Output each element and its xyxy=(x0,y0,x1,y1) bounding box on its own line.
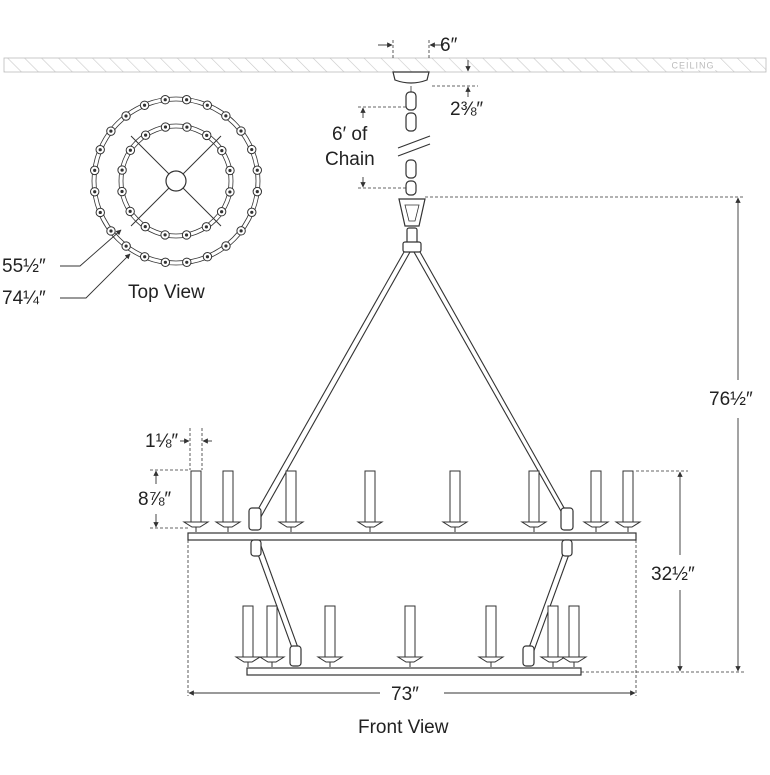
overall-width-dimension: 73″ xyxy=(188,684,636,705)
top-view-title: Top View xyxy=(128,282,205,303)
top-view-candle xyxy=(236,126,246,136)
top-view-candle xyxy=(202,130,212,141)
top-view-candle xyxy=(106,126,116,136)
candle-width-label: 1⅛″ xyxy=(145,431,178,452)
chain-length-dimension: 6′ of Chain xyxy=(325,106,406,189)
overall-height-label: 76½″ xyxy=(709,389,753,410)
top-view-candle xyxy=(217,145,227,156)
canopy-height-label: 2⅜″ xyxy=(450,99,483,120)
lower-tier xyxy=(234,605,588,676)
upper-tier xyxy=(182,470,642,557)
top-view-candles xyxy=(89,94,263,268)
top-view-candle xyxy=(121,111,131,121)
top-view-candle xyxy=(247,207,257,218)
candle xyxy=(356,470,384,532)
top-view-candle xyxy=(95,207,105,218)
ceiling: CEILING xyxy=(3,57,767,73)
overall-height-dimension: 76½″ xyxy=(425,196,753,672)
top-hanger xyxy=(398,198,426,253)
top-view-candle xyxy=(225,165,235,176)
top-view-candle xyxy=(221,241,231,251)
top-view-candle xyxy=(117,186,127,197)
candle xyxy=(539,605,567,667)
inner-diameter-label: 55½″ xyxy=(2,256,46,277)
top-view-candle xyxy=(140,130,151,140)
top-view-candle xyxy=(252,186,263,197)
candle xyxy=(277,470,305,532)
top-view-candle xyxy=(182,257,192,267)
candle xyxy=(214,470,242,532)
candle xyxy=(258,605,286,667)
candle xyxy=(520,470,548,532)
top-view-candle xyxy=(95,144,105,155)
outer-diameter-label: 74¼″ xyxy=(2,288,46,309)
candle-height-label: 8⅞″ xyxy=(138,489,171,510)
candle xyxy=(316,605,344,667)
tier-height-label: 32½″ xyxy=(651,564,695,585)
top-view-candle xyxy=(182,122,192,132)
top-view-candle xyxy=(236,226,246,236)
top-view-candle xyxy=(117,165,127,175)
lower-ring xyxy=(246,667,582,676)
top-view-candle xyxy=(181,94,192,105)
candle-width-dimension: 1⅛″ xyxy=(145,428,212,470)
top-view-candle xyxy=(125,206,135,217)
chain-length-line2: Chain xyxy=(325,149,375,170)
top-view-candle xyxy=(216,207,227,217)
top-view-candle xyxy=(139,100,150,110)
candle-height-dimension: 8⅞″ xyxy=(138,469,190,529)
candle xyxy=(614,470,642,532)
top-view-candle xyxy=(201,222,212,232)
canopy-height-dimension: 2⅜″ xyxy=(432,60,483,120)
upper-ring xyxy=(187,532,637,541)
top-view-candle xyxy=(202,252,213,262)
top-view-candle xyxy=(247,144,257,155)
candle xyxy=(182,470,210,532)
canopy-width-label: 6″ xyxy=(440,35,458,56)
top-view-candle xyxy=(89,165,100,176)
tier-height-dimension: 32½″ xyxy=(581,470,745,673)
top-view-candle xyxy=(125,145,136,155)
top-view-candle xyxy=(160,230,170,240)
top-view-candle xyxy=(202,100,213,110)
top-view-candle xyxy=(252,165,262,175)
top-view-candle xyxy=(121,241,131,251)
top-view-candle xyxy=(140,221,150,232)
top-view-candle xyxy=(106,226,116,236)
candle xyxy=(477,605,505,667)
overall-width-label: 73″ xyxy=(391,684,419,705)
front-view-title: Front View xyxy=(358,717,449,738)
candle xyxy=(560,605,588,667)
ceiling-label: CEILING xyxy=(671,61,714,71)
upper-candles xyxy=(182,470,642,532)
candle xyxy=(582,470,610,532)
top-view-candle xyxy=(90,187,100,197)
top-view-candle xyxy=(221,111,231,121)
top-view-candle xyxy=(139,252,150,262)
lower-candles xyxy=(234,605,588,667)
top-view-candle xyxy=(225,187,235,197)
top-view-candle xyxy=(160,257,171,268)
top-view xyxy=(89,94,263,268)
diameter-leaders: 55½″ 74¼″ xyxy=(2,229,131,309)
canopy xyxy=(392,71,430,92)
hanging-rods xyxy=(251,251,573,657)
chain xyxy=(397,91,431,196)
candle xyxy=(441,470,469,532)
chain-length-line1: 6′ of xyxy=(332,124,368,145)
candle xyxy=(234,605,262,667)
canopy-width-dimension: 6″ xyxy=(378,35,458,58)
top-view-candle xyxy=(160,95,170,105)
candle xyxy=(396,605,424,667)
top-view-candle xyxy=(160,122,171,132)
top-view-candle xyxy=(181,230,192,240)
